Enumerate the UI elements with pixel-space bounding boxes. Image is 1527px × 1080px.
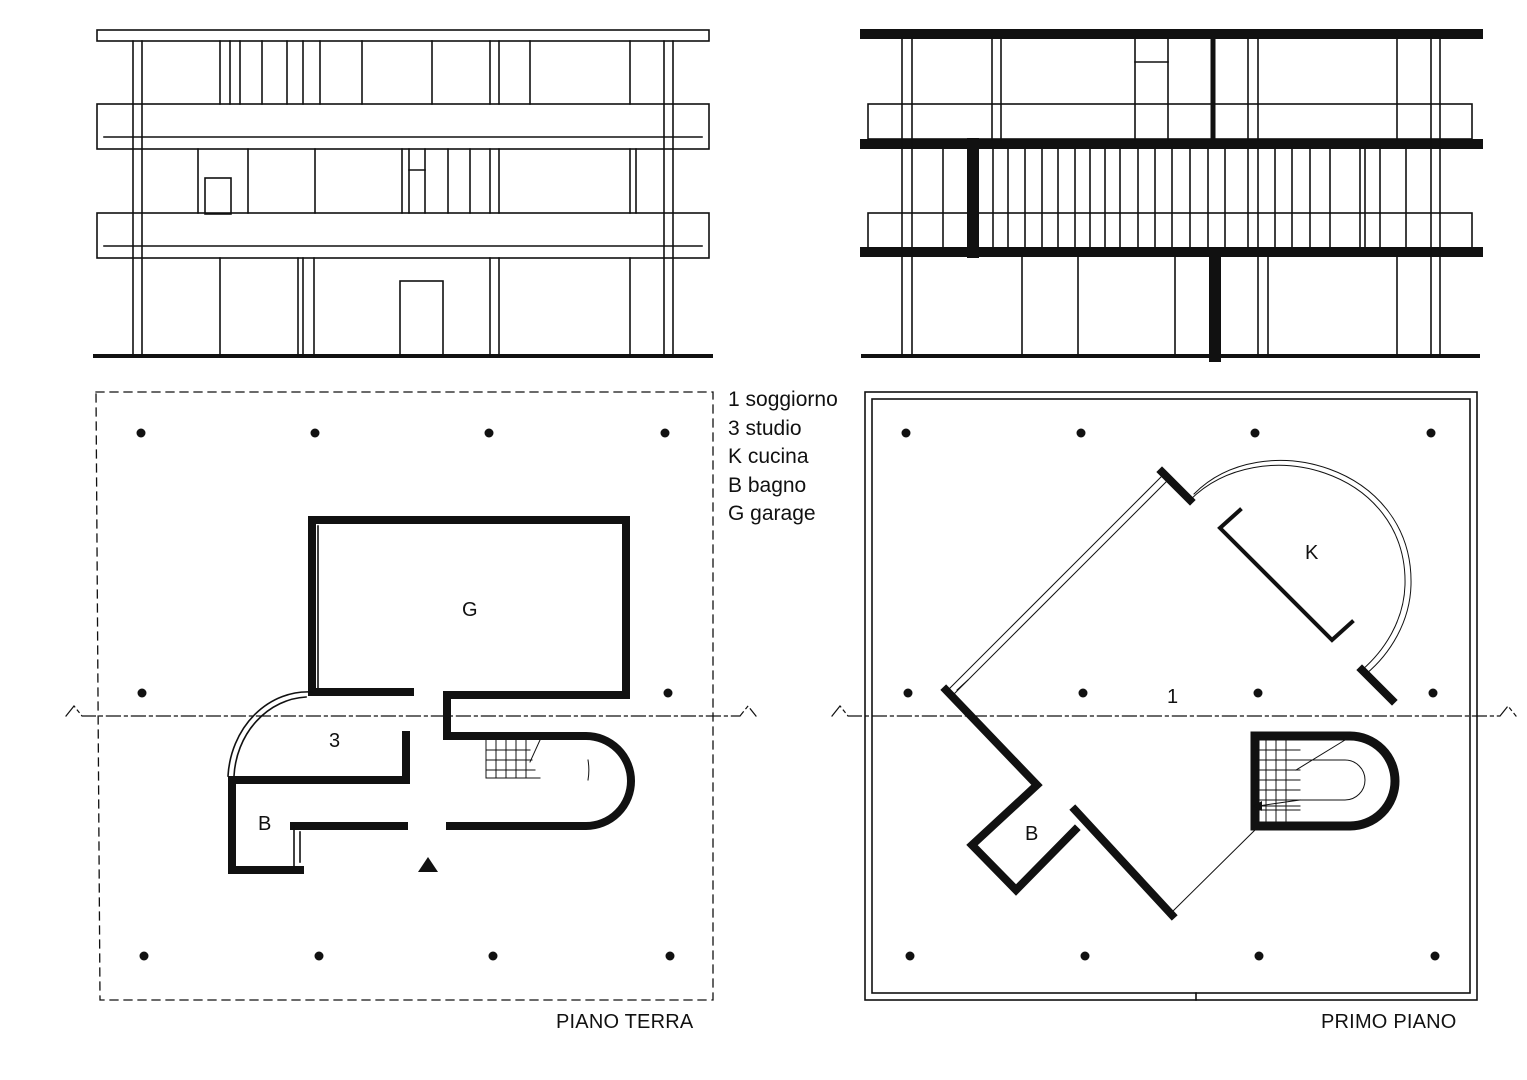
column-dots [136,428,1440,961]
first-floor-plan [831,391,1517,1001]
entrance-arrow-icon [418,857,438,872]
room-label-kitchen: K [1305,542,1319,564]
legend-item-soggiorno: 1 soggiorno [728,388,838,411]
legend-item-garage: G garage [728,502,816,525]
legend: 1 soggiorno 3 studio K cucina B bagno G … [728,386,838,529]
room-label-living: 1 [1167,686,1179,708]
room-label-bathroom-first: B [1025,823,1039,845]
legend-item-cucina: K cucina [728,445,809,468]
room-label-studio: 3 [329,730,341,752]
room-label-bathroom-ground: B [258,813,272,835]
legend-item-bagno: B bagno [728,473,807,497]
elevation-left [93,29,713,358]
ground-floor-plan [65,391,757,1001]
legend-item-studio: 3 studio [728,416,802,440]
elevation-right [860,29,1483,362]
caption-first-floor: PRIMO PIANO [1321,1011,1457,1033]
room-label-garage: G [462,599,478,621]
caption-ground-floor: PIANO TERRA [556,1011,694,1033]
